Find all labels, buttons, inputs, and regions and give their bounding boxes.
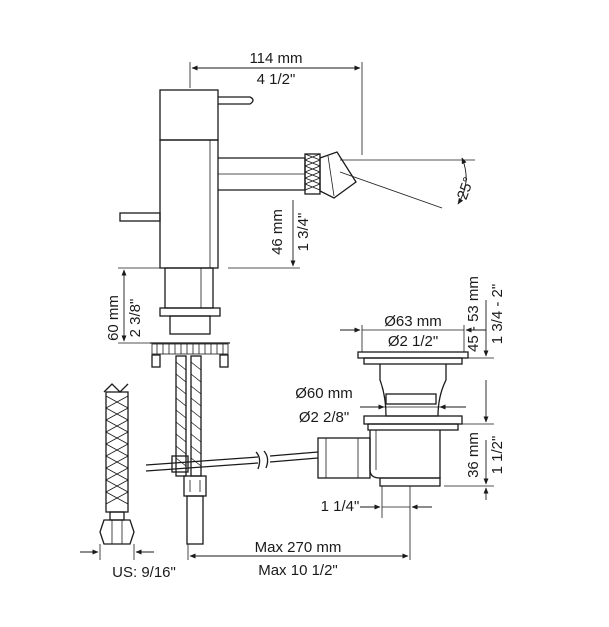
waste-diameter-in-label: Ø2 2/8" <box>299 409 349 426</box>
pop-up-waste <box>317 351 469 487</box>
angle-dimension <box>339 157 475 209</box>
width-dimension <box>189 62 363 155</box>
max-length-in-label: Max 10 1/2" <box>258 562 338 579</box>
outlet-thread-label: 1 1/4" <box>321 498 360 515</box>
popup-diameter-dimension <box>340 325 486 352</box>
braided-hose-detail <box>99 383 135 545</box>
supply-hoses <box>175 355 207 545</box>
hose-thread-dimension <box>80 544 154 560</box>
spout-height-dimension <box>228 200 300 269</box>
hose-thread-label: US: 9/16" <box>112 564 176 581</box>
base-height-dimension <box>118 267 160 344</box>
waste-height-mm-label: 36 mm <box>465 432 482 478</box>
spout-height-in-label: 1 3/4" <box>295 213 312 252</box>
width-in-label: 4 1/2" <box>257 71 296 88</box>
max-length-mm-label: Max 270 mm <box>255 539 342 556</box>
popup-range-in-label: 1 3/4 - 2" <box>489 284 506 344</box>
base-height-mm-label: 60 mm <box>105 295 122 341</box>
mixer-base-and-shank <box>150 267 230 368</box>
waste-height-in-label: 1 1/2" <box>489 436 506 475</box>
pop-up-rod <box>145 450 319 473</box>
aerator-knurled-ring <box>304 153 321 195</box>
popup-range-dimension <box>440 300 494 425</box>
popup-diameter-in-label: Ø2 1/2" <box>388 333 438 350</box>
base-height-in-label: 2 3/8" <box>127 299 144 338</box>
waste-diameter-mm-label: Ø60 mm <box>295 385 353 402</box>
spray-head <box>319 151 357 199</box>
max-length-dimension <box>187 544 409 560</box>
popup-range-mm-label: 45 - 53 mm <box>465 276 482 352</box>
outlet-thread-dimension <box>360 486 432 560</box>
waste-height-dimension <box>444 440 494 500</box>
width-mm-label: 114 mm <box>249 50 302 67</box>
popup-diameter-mm-label: Ø63 mm <box>384 313 442 330</box>
angle-label: 25° <box>454 175 478 202</box>
spout-height-mm-label: 46 mm <box>269 209 286 255</box>
